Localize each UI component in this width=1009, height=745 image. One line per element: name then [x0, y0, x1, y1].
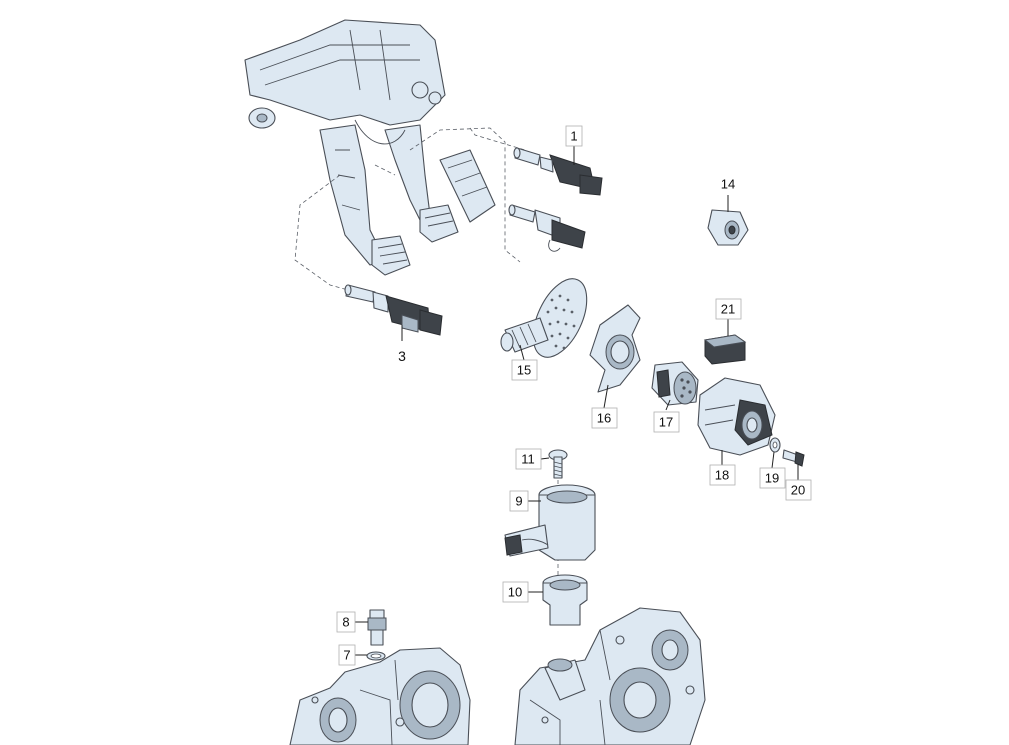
callout-10-text: 10: [508, 585, 522, 600]
callout-8-text: 8: [342, 615, 349, 630]
callout-20-text: 20: [791, 483, 805, 498]
callout-21-text: 21: [721, 302, 735, 317]
bushing-part: [707, 209, 749, 246]
callout-16: 16: [591, 407, 618, 429]
callout-18: 18: [709, 464, 736, 486]
temperature-sensor: [367, 609, 387, 646]
o-ring: [366, 651, 386, 661]
screw-part: [548, 449, 568, 575]
callout-1-text: 1: [570, 129, 577, 144]
assembly-lines: [294, 127, 526, 291]
small-block-part: [703, 334, 747, 365]
bracket-ring: [589, 304, 641, 393]
washer-part: [769, 437, 781, 453]
callout-16-text: 16: [597, 411, 611, 426]
pedal-switch-upper: [513, 147, 603, 196]
callout-18-text: 18: [715, 468, 729, 483]
callout-7-text: 7: [343, 648, 350, 663]
speed-sensor-disc: [500, 278, 588, 358]
callout-8: 8: [336, 611, 356, 633]
callout-11: 11: [515, 448, 542, 470]
callout-14: 14: [716, 174, 740, 194]
callout-15: 15: [511, 359, 538, 381]
callout-3: 3: [382, 341, 421, 372]
actuator-housing: [504, 484, 596, 561]
pedal-switch-lower: [508, 204, 586, 252]
callout-21: 21: [715, 298, 742, 320]
callout-17: 17: [653, 411, 680, 433]
cylinder-connector: [651, 361, 699, 406]
sensor-housing: [697, 377, 776, 456]
gearbox-housing: [289, 607, 706, 745]
callout-19: 19: [759, 467, 786, 489]
callout-19-text: 19: [765, 471, 779, 486]
callout-9-text: 9: [515, 494, 522, 509]
callout-9: 9: [509, 490, 529, 512]
bearing-sleeve: [542, 574, 588, 626]
callout-1: 1: [565, 125, 583, 147]
callout-20: 20: [785, 479, 812, 501]
callout-3-text: 3: [398, 348, 406, 364]
pedal-switch-highlighted: [344, 284, 443, 336]
callout-10: 10: [502, 581, 529, 603]
callout-14-text: 14: [721, 177, 735, 192]
pedal-assembly: [244, 19, 496, 276]
callout-15-text: 15: [517, 363, 531, 378]
callout-17-text: 17: [659, 415, 673, 430]
callout-7: 7: [338, 644, 356, 666]
callout-11-text: 11: [521, 452, 535, 467]
bolt-part: [782, 449, 805, 467]
